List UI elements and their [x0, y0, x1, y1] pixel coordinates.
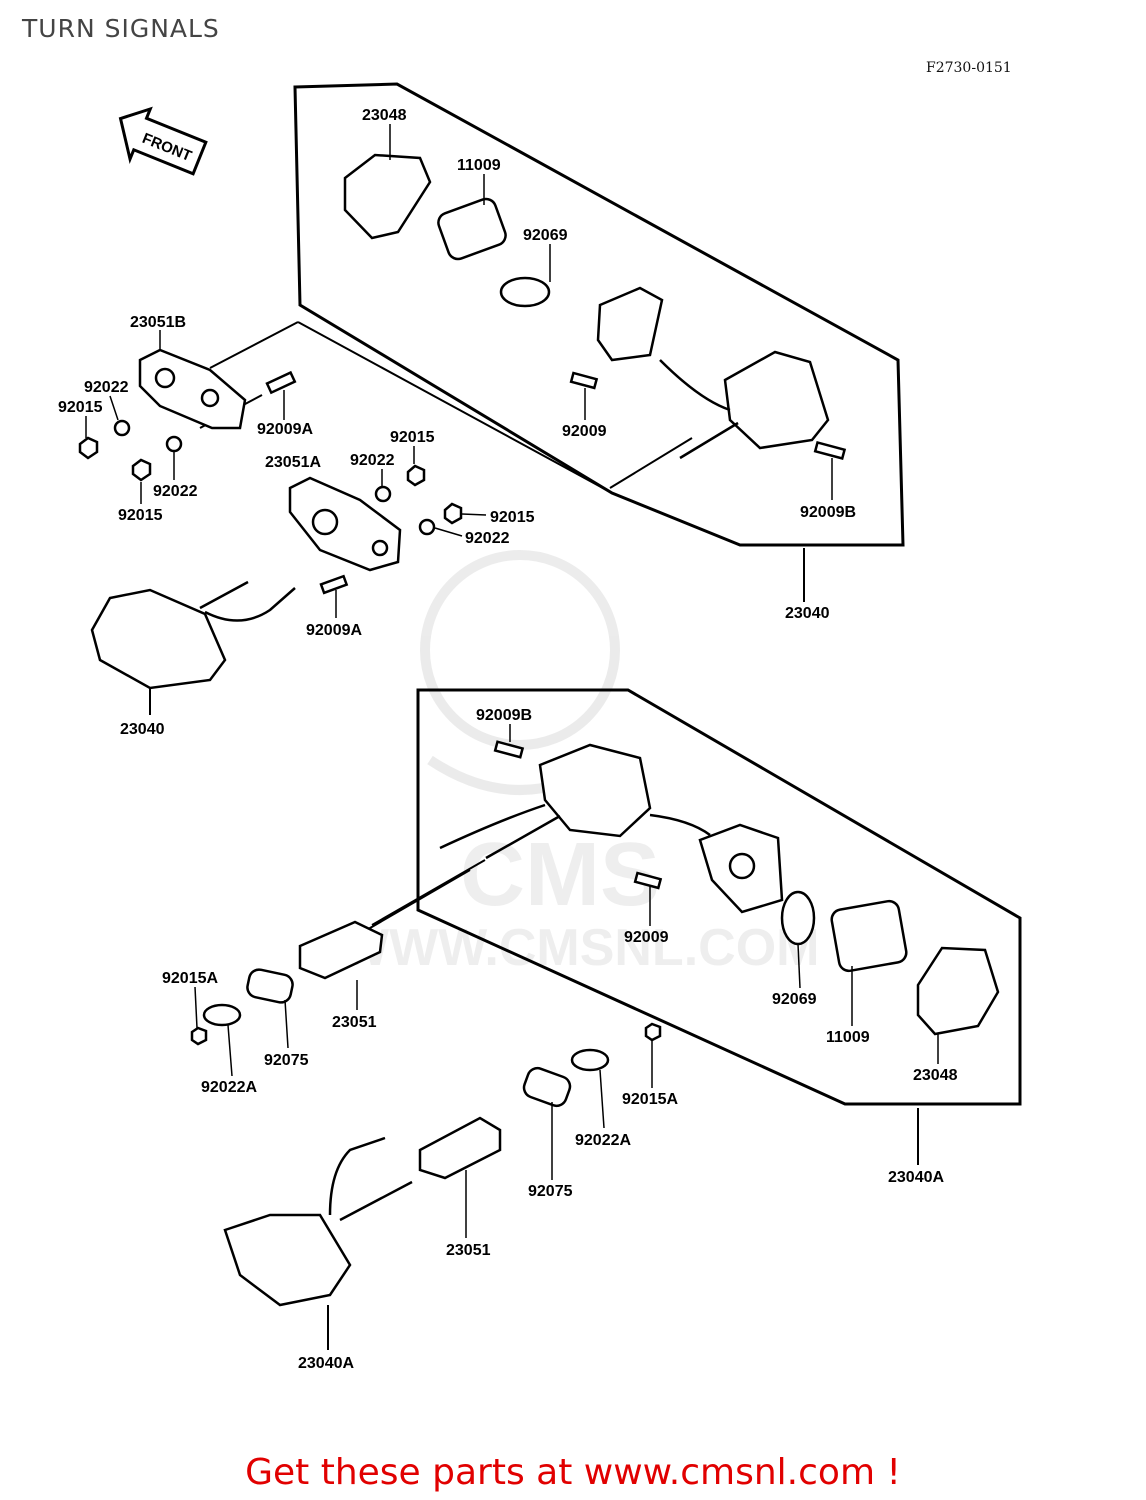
part-label-92009-mid: 92009 — [624, 929, 669, 946]
part-label-92069-mid: 92069 — [772, 991, 817, 1008]
group-23040-outline — [293, 82, 905, 547]
part-label-92022-d: 92022 — [465, 530, 510, 547]
screw-92009B-top — [813, 440, 847, 460]
housing-23040-left — [90, 588, 227, 690]
part-label-92022A-b: 92022A — [575, 1132, 631, 1149]
part-label-92015-b: 92015 — [390, 429, 435, 446]
screw-92009B-mid — [493, 740, 525, 759]
part-label-92015-c: 92015 — [118, 507, 163, 524]
part-labels: 23048 11009 92069 23051B 92022 92015 920… — [58, 107, 958, 1372]
screw-92009-mid — [633, 871, 663, 890]
part-label-92015A-b: 92015A — [622, 1091, 678, 1108]
rubber-23051-a — [298, 920, 384, 980]
part-label-23051B: 23051B — [130, 314, 186, 331]
part-label-92022-a: 92022 — [84, 379, 129, 396]
footer-parts-link[interactable]: Get these parts at www.cmsnl.com ! — [245, 1452, 901, 1493]
lens-23048-upper — [343, 153, 432, 240]
part-label-92015-d: 92015 — [490, 509, 535, 526]
washer-92022A-b — [570, 1048, 610, 1072]
part-label-92009B-top: 92009B — [800, 504, 856, 521]
front-arrow: FRONT — [118, 106, 208, 176]
part-label-23040A-left: 23040A — [298, 1355, 354, 1372]
leader-lines — [85, 124, 939, 1238]
housing-23040A-left — [223, 1213, 352, 1307]
housing-23040-upper-body — [723, 350, 830, 450]
screw-92009A-b — [319, 574, 349, 595]
washer-92022-b — [165, 435, 183, 453]
part-label-92022A-a: 92022A — [201, 1079, 257, 1096]
washer-92022-d — [418, 518, 436, 536]
part-label-23051-a: 23051 — [332, 1014, 377, 1031]
part-label-92022-c: 92022 — [153, 483, 198, 500]
part-label-23040A-right: 23040A — [888, 1169, 944, 1186]
nut-92015-a — [78, 436, 99, 460]
part-label-92069-top: 92069 — [523, 227, 568, 244]
group-23040A-outline — [416, 688, 1022, 1106]
part-label-23048-top: 23048 — [362, 107, 407, 124]
part-drawings — [78, 153, 1000, 1307]
grommet-92075-b — [522, 1066, 572, 1108]
part-label-92009A-b: 92009A — [306, 622, 362, 639]
part-label-23048-mid: 23048 — [913, 1067, 958, 1084]
washer-92022A-a — [202, 1003, 242, 1027]
part-label-11009-top: 11009 — [457, 157, 501, 174]
part-label-11009-mid: 11009 — [826, 1029, 870, 1046]
watermark-text: WWW.CMSNL.COM — [340, 919, 819, 977]
screw-92009A-a — [265, 370, 297, 395]
part-label-92009-top: 92009 — [562, 423, 607, 440]
washer-92022-a — [113, 419, 131, 437]
housing-23040-upper-rear — [596, 286, 664, 362]
part-label-23040-left: 23040 — [120, 721, 165, 738]
bracket-23051B — [138, 348, 247, 430]
group-outlines — [293, 82, 1022, 1106]
part-label-92009A-a: 92009A — [257, 421, 313, 438]
grommet-92075-a — [246, 968, 294, 1004]
screw-92009-top — [569, 371, 599, 390]
part-label-92015-a: 92015 — [58, 399, 103, 416]
page-title: TURN SIGNALS — [22, 14, 220, 43]
bulb-92069-mid — [780, 890, 816, 946]
lens-23048-mid — [916, 946, 1000, 1036]
bulb-92069-upper — [499, 276, 551, 308]
washer-92022-c — [374, 485, 392, 503]
part-label-23051-b: 23051 — [446, 1242, 491, 1259]
part-label-92009B-mid: 92009B — [476, 707, 532, 724]
rubber-23051-b — [418, 1116, 502, 1180]
figure-code: F2730-0151 — [926, 60, 1012, 76]
watermark-logo-text: CMS — [460, 825, 660, 925]
part-label-92075-a: 92075 — [264, 1052, 309, 1069]
part-label-92015A-a: 92015A — [162, 970, 218, 987]
gasket-11009-mid — [830, 899, 908, 973]
nut-92015-c — [406, 464, 426, 487]
watermark: CMS WWW.CMSNL.COM — [340, 550, 819, 977]
nut-92015-d — [443, 502, 463, 525]
part-label-92022-b: 92022 — [350, 452, 395, 469]
housing-23040A-mid — [538, 743, 652, 838]
nut-92015A-a — [190, 1026, 208, 1046]
nut-92015A-b — [644, 1022, 662, 1042]
part-label-23051A: 23051A — [265, 454, 321, 471]
gasket-11009-upper — [437, 197, 507, 261]
part-label-92075-b: 92075 — [528, 1183, 573, 1200]
part-label-23040-right: 23040 — [785, 605, 830, 622]
wire-loom-upper — [659, 359, 731, 412]
nut-92015-b — [131, 458, 152, 482]
